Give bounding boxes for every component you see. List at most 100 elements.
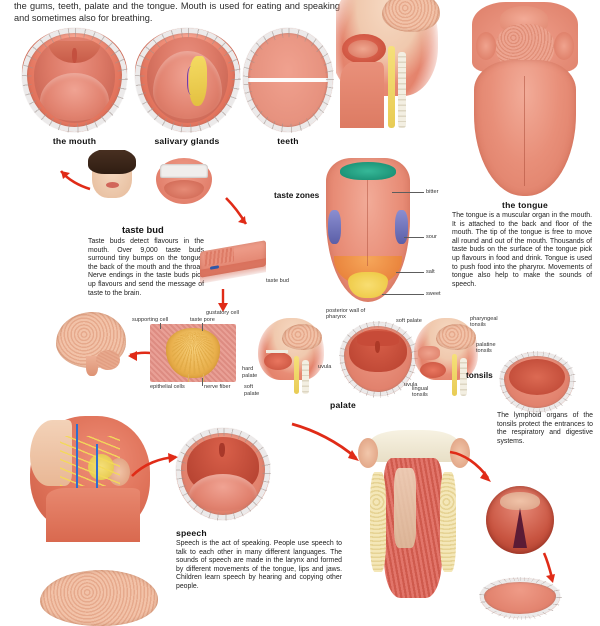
brain-shape (382, 0, 440, 32)
arrow-to-face (58, 168, 92, 192)
nasal-cavity (418, 346, 440, 360)
spinal-cord (452, 354, 457, 396)
arrow-down-to-cell (216, 288, 230, 314)
vein-shape-2 (96, 444, 98, 518)
leader-sour (404, 237, 424, 238)
zone-sweet (348, 272, 388, 298)
figure-tonsils-open-mouth (500, 352, 574, 412)
figure-palate-sagittal-head (256, 316, 336, 394)
figure-the-tongue (462, 2, 588, 200)
tonsils-description: The lymphoid organs of the tonsils prote… (497, 412, 593, 445)
figure-bottom-brain (40, 570, 158, 626)
zone-sour-right (395, 210, 408, 244)
label-soft-palate-2: soft palate (396, 318, 422, 324)
spinal-cord (388, 46, 395, 128)
vein-shape (76, 424, 78, 520)
label-salt: salt (426, 269, 435, 275)
figure-larynx-coronal (358, 428, 470, 600)
label-hard-palate: hard palate (242, 366, 258, 379)
arrow-to-larynx-section (290, 420, 362, 464)
larynx-cartilage (394, 468, 416, 548)
figure-salivary-glands (135, 28, 240, 132)
cervical-spine (302, 360, 309, 394)
zone-bitter (340, 162, 396, 180)
leader-supporting-cell (160, 323, 161, 329)
label-uvula: uvula (318, 364, 332, 370)
figure-taste-bud-cell (150, 324, 236, 382)
brain-shape (282, 324, 322, 350)
ear-left (358, 438, 378, 468)
teeth-arc (176, 428, 270, 520)
teeth-arc (500, 352, 574, 412)
label-nerve-fiber: nerve fiber (204, 384, 231, 390)
heading-taste-zones: taste zones (274, 190, 320, 200)
label-uvula-2: uvula (404, 382, 418, 388)
ear-right (450, 438, 470, 468)
tonsil-left (476, 32, 496, 60)
teeth-arc (480, 578, 560, 618)
label-taste-bud-block: taste bud (266, 278, 290, 284)
label-lingual-tonsils: lingual tonsils (412, 386, 429, 399)
leader-salt (396, 272, 424, 273)
label-gustatory-cell: gustatory cell (206, 310, 239, 316)
skull-base (370, 430, 458, 462)
spinal-cord (294, 356, 299, 394)
fat-tissue-left (370, 472, 386, 572)
arrow-to-larynx (130, 452, 180, 480)
taste-bud-description: Taste buds detect flavours in the mouth.… (88, 238, 204, 297)
tongue-median-sulcus (367, 180, 369, 266)
figure-vocal-cords-view (486, 486, 554, 554)
label-taste-pore: taste pore (190, 317, 215, 323)
label-bitter: bitter (426, 189, 439, 195)
cervical-spine (460, 358, 467, 396)
label-palatine-tonsils: palatine tonsils (476, 342, 496, 355)
fat-tissue-right (440, 472, 456, 572)
tongue-median-sulcus (524, 76, 526, 186)
brainstem (86, 356, 98, 376)
hair-shape (88, 150, 136, 174)
gustatory-cells (172, 332, 214, 374)
tongue-description: The tongue is a muscular organ in the mo… (452, 212, 592, 288)
lips-shape (106, 182, 119, 188)
speech-description: Speech is the act of speaking. People us… (176, 540, 342, 590)
figure-tastebud-tissue-block (196, 238, 274, 286)
figure-bottom-open-mouth (480, 578, 560, 618)
leader-taste-pore (202, 323, 203, 331)
leader-sweet (382, 294, 424, 295)
teeth-arc (22, 28, 127, 132)
tonsil-right (554, 32, 574, 60)
figure-taste-zones-tongue (320, 148, 416, 304)
figure-tonsils-sagittal-head (412, 316, 490, 396)
label-sour: sour (426, 234, 437, 240)
figure-the-mouth (22, 28, 127, 132)
figure-woman-face (86, 150, 138, 198)
label-epithelial-cells: epithelial cells (150, 384, 185, 390)
caption-teeth: teeth (277, 136, 299, 146)
heading-tonsils: tonsils (466, 370, 493, 380)
teeth-arc (243, 28, 333, 132)
epiglottis-shape (500, 492, 540, 510)
heading-palate: palate (330, 400, 357, 410)
figure-sagittal-head-section (336, 0, 458, 128)
arrow-down-to-mouth-bottom (540, 552, 558, 586)
label-sweet: sweet (426, 291, 441, 297)
figure-facial-nerves-head (8, 414, 168, 542)
neck-shape (46, 488, 140, 542)
arrow-to-tastebud-block (224, 196, 254, 230)
figure-palate-open-mouth (340, 322, 416, 396)
oral-cavity-sagittal (420, 362, 446, 378)
figure-speech-open-mouth (176, 428, 270, 520)
zone-sour-left (328, 210, 341, 244)
cervical-spine (398, 52, 406, 128)
leader-bitter (392, 192, 424, 193)
figure-open-mouth-small (156, 158, 212, 204)
tongue-sagittal (348, 40, 378, 58)
figure-teeth (243, 28, 333, 132)
facial-nerve-branches (60, 436, 120, 486)
heading-taste-bud: taste bud (122, 224, 164, 235)
intro-paragraph: the gums, teeth, palate and the tongue. … (14, 1, 340, 24)
label-posterior-wall-of-pharynx: posterior wall of pharynx (326, 308, 366, 321)
label-soft-palate: soft palate (244, 384, 260, 397)
caption-the-mouth: the mouth (52, 136, 97, 146)
leader-nerve-fiber (202, 378, 203, 386)
